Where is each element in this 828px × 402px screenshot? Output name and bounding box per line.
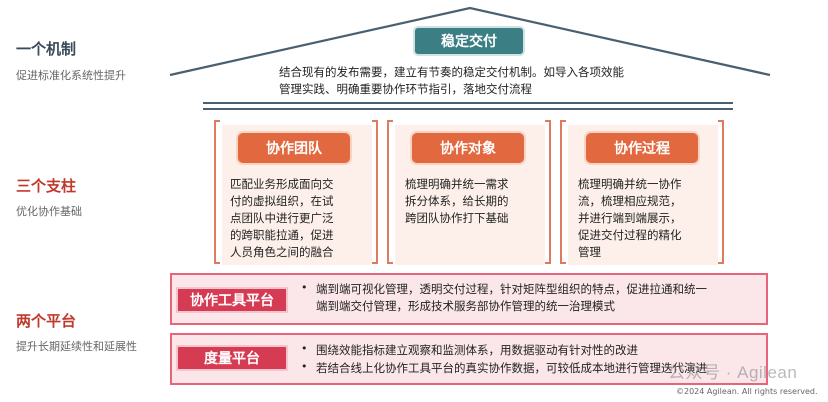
metrics-platform-badge: 度量平台 (176, 345, 288, 371)
pillar-text-line: 促进交付过程的精化 (578, 228, 682, 242)
pillar-bracket-left (214, 120, 220, 264)
pillar-object-text: 梳理明确并统一需求 拆分体系，给长期的 跨团队协作打下基础 (405, 176, 545, 227)
pillar-text-line: 流，梳理相应规范， (578, 194, 682, 208)
pillar-text-line: 点团队中进行更广泛 (230, 211, 334, 225)
metrics-platform-text-1: 围绕效能指标建立观察和监测体系，用数据驱动有针对性的改进 (316, 343, 638, 357)
pillar-text-line: 梳理明确并统一需求 (405, 177, 509, 191)
pillar-text-line: 人员角色之间的融合 (230, 245, 334, 259)
stable-delivery-badge: 稳定交付 (413, 26, 525, 56)
pillar-bracket-left (387, 120, 393, 264)
pillar-text-line: 匹配业务形成面向交 (230, 177, 334, 191)
bullet-icon: • (301, 342, 308, 355)
roof-desc-line: 管理实践、明确重要协作环节指引，落地交付流程 (279, 82, 532, 96)
pillar-text-line: 付的虚拟组织，在试 (230, 194, 334, 208)
roof-description: 结合现有的发布需要，建立有节奏的稳定交付机制。如导入各项效能 管理实践、明确重要… (279, 64, 679, 98)
pillar-process-text: 梳理明确并统一协作 流，梳理相应规范， 并进行端到端展示， 促进交付过程的精化 … (578, 176, 718, 261)
pillar-bracket-right (372, 120, 378, 264)
pillar-text-line: 并进行端到端展示， (578, 211, 682, 225)
pillar-bracket-left (560, 120, 566, 264)
roof-base-line (203, 108, 733, 110)
platforms-subtitle: 提升长期延续性和延展性 (16, 340, 137, 353)
roof-base-line (203, 102, 733, 104)
pillar-text-line: 管理 (578, 245, 601, 259)
bullet-icon: • (301, 360, 308, 373)
pillar-object-badge: 协作对象 (412, 133, 524, 163)
platforms-title: 两个平台 (16, 312, 77, 330)
pillars-title: 三个支柱 (16, 177, 77, 195)
pillar-text-line: 拆分体系，给长期的 (405, 194, 509, 208)
collab-tool-platform-text: 端到端可视化管理，透明交付过程，针对矩阵型组织的特点，促进拉通和统一 端到端交付… (316, 281, 766, 315)
platform-text-line: 端到端可视化管理，透明交付过程，针对矩阵型组织的特点，促进拉通和统一 (316, 282, 707, 296)
pillar-team-badge: 协作团队 (238, 133, 350, 163)
pillar-process-badge: 协作过程 (586, 133, 698, 163)
collab-tool-platform-badge: 协作工具平台 (176, 287, 288, 313)
pillar-team-text: 匹配业务形成面向交 付的虚拟组织，在试 点团队中进行更广泛 的跨职能拉通，促进 … (230, 176, 370, 261)
pillar-text-line: 跨团队协作打下基础 (405, 211, 509, 225)
roof-desc-line: 结合现有的发布需要，建立有节奏的稳定交付机制。如导入各项效能 (279, 65, 624, 79)
watermark: 公众号 · Agilean (668, 363, 798, 382)
pillar-bracket-right (545, 120, 551, 264)
pillar-text-line: 的跨职能拉通，促进 (230, 228, 334, 242)
pillars-subtitle: 优化协作基础 (16, 205, 82, 218)
metrics-platform-text-2: 若结合线上化协作工具平台的真实协作数据，可较低成本地进行管理迭代演进 (316, 361, 707, 375)
pillar-bracket-right (718, 120, 724, 264)
roof-outline (169, 6, 771, 77)
bullet-icon: • (301, 281, 308, 294)
pillar-text-line: 梳理明确并统一协作 (578, 177, 682, 191)
copyright: ©2024 Agilean. All rights reserved. (676, 387, 818, 396)
mechanism-title: 一个机制 (16, 40, 77, 58)
platform-text-line: 端到端交付管理，形成技术服务部协作管理的统一治理模式 (316, 299, 615, 313)
mechanism-subtitle: 促进标准化系统性提升 (16, 69, 126, 82)
